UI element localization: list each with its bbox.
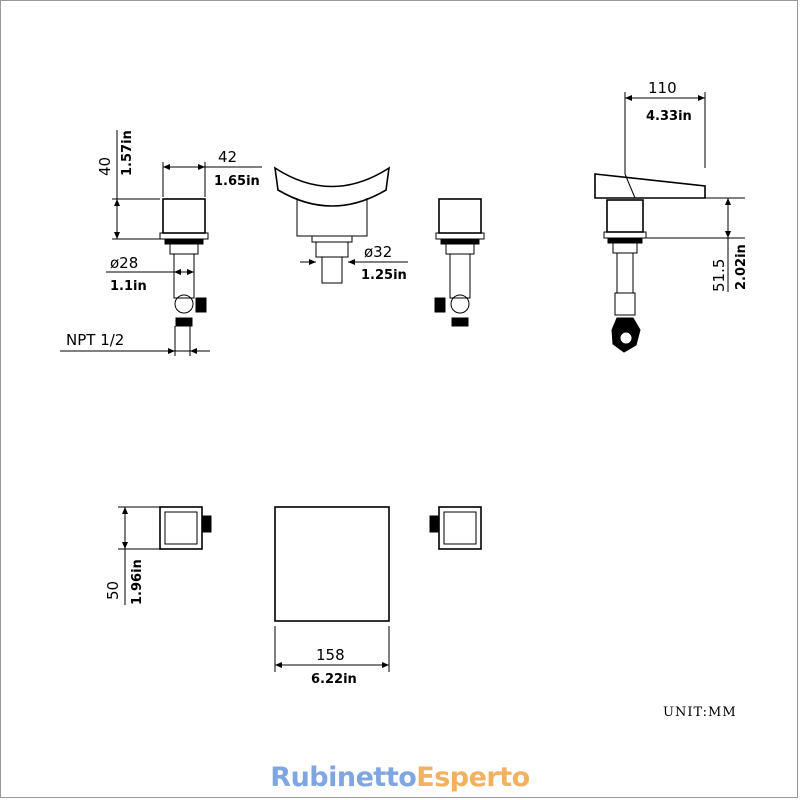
dimension-handle-width: 42 1.65in	[162, 148, 262, 197]
left-handle-top-view	[159, 506, 212, 550]
spout-flange	[311, 235, 353, 243]
left-handle-flange	[159, 232, 209, 240]
spout-top	[273, 166, 391, 207]
left-handle-valve-body	[174, 294, 194, 314]
spout-reach-in: 4.33in	[646, 109, 692, 124]
right-handle-top-view	[429, 506, 482, 550]
spout-reach-mm: 110	[648, 79, 677, 97]
right-handle-washer	[445, 243, 475, 255]
left-handle-knob	[162, 198, 206, 234]
brand-text: RubinettoEsperto	[270, 762, 530, 793]
spout-top-view	[274, 506, 390, 622]
right-handle-shank	[449, 253, 471, 299]
right-handle-top-outlet	[429, 515, 440, 533]
left-handle-side-outlet	[195, 297, 207, 313]
handle-width-mm: 42	[218, 148, 237, 166]
shank-diameter-mm: ø28	[110, 254, 138, 272]
left-handle-washer	[169, 243, 199, 255]
spout-top-outline	[274, 506, 390, 622]
spout-side-view	[594, 173, 706, 353]
spout-side-flange	[603, 231, 647, 239]
left-handle-top-outlet	[201, 515, 212, 533]
thread-label: NPT 1/2	[66, 331, 124, 349]
spout-diameter-in: 1.25in	[361, 268, 407, 283]
dimension-handle-depth: 50 1.96in	[104, 506, 160, 605]
handle-height-mm: 40	[96, 157, 114, 176]
spout-side-top	[594, 173, 706, 199]
right-handle-top-outer	[438, 506, 482, 550]
dimension-thread: NPT 1/2	[60, 331, 210, 354]
spout-height-in: 2.02in	[734, 244, 749, 290]
spout-base	[315, 241, 349, 258]
spout-front-view	[273, 166, 391, 284]
brand-logo: RubinettoEsperto	[0, 762, 800, 793]
brand-part1: Rubinetto	[270, 762, 417, 793]
left-handle-shank	[173, 253, 195, 299]
dimension-spout-reach: 110 4.33in	[624, 79, 706, 174]
spout-diameter-mm: ø32	[364, 243, 392, 261]
left-handle-thread	[175, 317, 193, 327]
shank-diameter-in: 1.1in	[110, 279, 147, 294]
spout-height-mm: 51.5	[710, 259, 728, 292]
left-handle-nut	[164, 238, 204, 245]
dimension-spout-width: 158 6.22in	[274, 626, 390, 687]
dimension-shank-diameter: ø28 1.1in	[106, 254, 194, 294]
spout-shank	[321, 256, 343, 284]
handle-width-in: 1.65in	[214, 174, 260, 189]
handle-depth-in: 1.96in	[130, 559, 145, 605]
right-handle-nut	[440, 238, 480, 245]
right-handle-side-outlet	[434, 297, 446, 313]
spout-side-nut	[607, 237, 643, 244]
right-handle-thread	[451, 317, 469, 327]
right-handle-valve-body	[450, 294, 470, 314]
right-handle-front-view	[434, 198, 485, 327]
unit-note: UNIT:MM	[663, 705, 737, 720]
spout-side-shank	[616, 252, 634, 294]
right-handle-flange	[435, 232, 485, 240]
dimension-spout-diameter: ø32 1.25in	[300, 243, 408, 283]
spout-width-in: 6.22in	[311, 672, 357, 687]
spout-body	[296, 198, 368, 237]
spout-side-washer	[612, 242, 638, 254]
left-handle-top-outer	[159, 506, 203, 550]
spout-side-body	[606, 199, 644, 233]
spout-side-connector	[614, 292, 636, 316]
dimension-handle-height: 40 1.57in	[96, 130, 160, 240]
handle-depth-mm: 50	[104, 581, 122, 600]
right-handle-knob	[438, 198, 482, 234]
left-handle-front-view	[159, 198, 209, 356]
handle-height-in: 1.57in	[120, 130, 135, 176]
spout-width-mm: 158	[316, 646, 345, 664]
dimension-spout-height: 51.5 2.02in	[646, 197, 749, 292]
brand-part2: Esperto	[416, 762, 530, 793]
